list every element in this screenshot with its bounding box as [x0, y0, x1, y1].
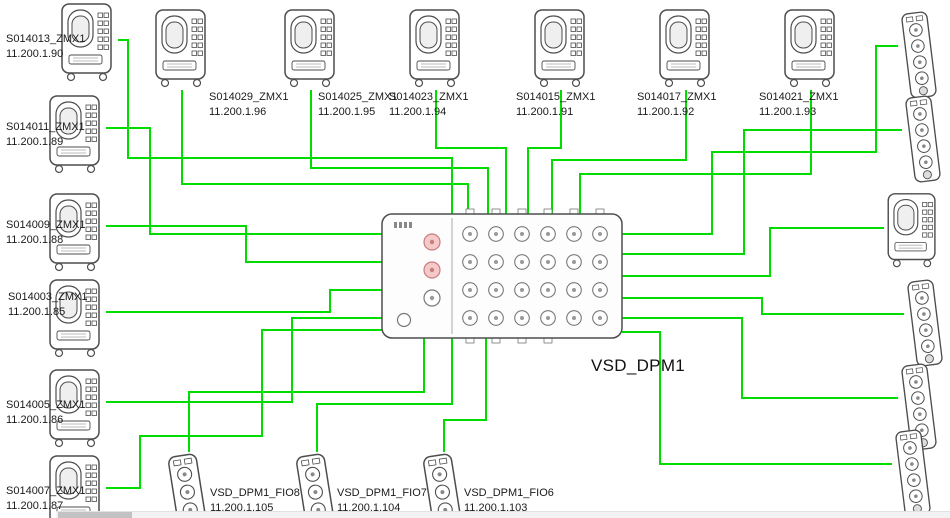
device-name: S014015_ZMX1 [516, 91, 596, 103]
smart-camera-icon [656, 6, 716, 90]
device-label: S014025_ZMX1 11.200.1.95 [318, 90, 398, 120]
device-label: VSD_DPM1_FIO7 11.200.1.104 [337, 486, 427, 516]
device-ip: 11.200.1.87 [6, 499, 64, 512]
device-label: S014013_ZMX1 11.200.1.90 [6, 32, 86, 62]
connection-line [106, 329, 382, 489]
port-pin [429, 267, 435, 273]
central-port-grid [462, 226, 608, 326]
device-name: S014013_ZMX1 [6, 33, 86, 45]
device-ip: 11.200.1.94 [389, 105, 447, 118]
central-connector-stubs [465, 208, 605, 344]
wires-group [106, 39, 904, 489]
device-label: S014009_ZMX1 11.200.1.88 [6, 218, 86, 248]
device-ip: 11.200.1.93 [759, 105, 817, 118]
connection-line [316, 338, 453, 452]
connection-line [310, 90, 489, 214]
device-ip: 11.200.1.86 [6, 413, 64, 426]
device-label: S014023_ZMX1 11.200.1.94 [389, 90, 469, 120]
horizontal-scrollbar[interactable] [56, 511, 950, 518]
connection-line [622, 317, 898, 399]
io-master-module-icon [381, 208, 623, 344]
connection-line [551, 90, 687, 214]
connection-line [622, 45, 898, 235]
camera-device-3[interactable] [406, 6, 466, 90]
smart-camera-icon [884, 190, 942, 270]
connection-line [435, 90, 507, 214]
central-module-vsd-dpm1[interactable] [380, 208, 624, 344]
camera-device-5[interactable] [656, 6, 716, 90]
device-label: VSD_DPM1_FIO6 11.200.1.103 [464, 486, 554, 516]
device-label: S014021_ZMX1 11.200.1.93 [759, 90, 839, 120]
port-pin [429, 239, 435, 245]
device-name: S014011_ZMX1 [6, 121, 85, 133]
connection-line [106, 225, 382, 263]
device-label: S014007_ZMX1 11.200.1.87 [6, 484, 86, 514]
device-ip: 11.200.1.103 [464, 501, 528, 514]
central-module-label: VSD_DPM1 [591, 356, 686, 375]
device-label: S014003_ZMX1 11.200.1.85 [8, 290, 88, 320]
device-ip: 11.200.1.92 [637, 105, 695, 118]
connection-line [622, 331, 892, 465]
connection-line [527, 90, 562, 214]
device-ip: 11.200.1.105 [210, 501, 274, 514]
device-name: S014003_ZMX1 [8, 291, 88, 303]
connection-line [106, 127, 382, 235]
smart-camera-icon [152, 6, 212, 90]
connection-line [622, 297, 904, 315]
device-name: VSD_DPM1_FIO7 [337, 487, 427, 499]
device-ip: 11.200.1.89 [6, 135, 64, 148]
smart-camera-icon [781, 6, 841, 90]
device-name: S014005_ZMX1 [6, 399, 86, 411]
device-ip: 11.200.1.85 [8, 305, 66, 318]
device-label: S014017_ZMX1 11.200.1.92 [637, 90, 717, 120]
device-name: S014021_ZMX1 [759, 91, 839, 103]
device-name: S014007_ZMX1 [6, 485, 86, 497]
camera-device-6[interactable] [781, 6, 841, 90]
connection-line [622, 129, 902, 255]
smart-camera-icon [281, 6, 341, 90]
camera-device-2[interactable] [281, 6, 341, 90]
port-icon [396, 312, 412, 328]
device-label: S014029_ZMX1 11.200.1.96 [209, 90, 289, 120]
device-name: S014029_ZMX1 [209, 91, 289, 103]
connection-line [622, 227, 884, 277]
device-name: VSD_DPM1_FIO8 [210, 487, 300, 499]
connection-line [188, 338, 425, 452]
device-ip: 11.200.1.88 [6, 233, 64, 246]
device-label: S014005_ZMX1 11.200.1.86 [6, 398, 86, 428]
device-name: S014017_ZMX1 [637, 91, 717, 103]
device-ip: 11.200.1.91 [516, 105, 574, 118]
device-name: S014023_ZMX1 [389, 91, 469, 103]
device-name: S014009_ZMX1 [6, 219, 86, 231]
horizontal-scrollbar-thumb[interactable] [58, 512, 132, 518]
device-label: VSD_DPM1_FIO8 11.200.1.105 [210, 486, 300, 516]
connection-line [181, 90, 469, 214]
connection-line [118, 39, 453, 214]
central-module-body [381, 213, 623, 339]
camera-device-4[interactable] [531, 6, 591, 90]
connection-line [106, 317, 382, 403]
camera-device-right[interactable] [884, 190, 942, 270]
connection-line [443, 338, 487, 452]
device-name: S014025_ZMX1 [318, 91, 398, 103]
smart-camera-icon [406, 6, 466, 90]
device-label: S014015_ZMX1 11.200.1.91 [516, 90, 596, 120]
connection-line [579, 90, 812, 214]
port-pin [429, 295, 435, 301]
connection-line [106, 289, 382, 313]
device-ip: 11.200.1.104 [337, 501, 401, 514]
device-label: S014011_ZMX1 11.200.1.89 [6, 120, 85, 150]
central-left-ports [396, 233, 441, 328]
smart-camera-icon [531, 6, 591, 90]
device-ip: 11.200.1.96 [209, 105, 267, 118]
status-led-icons [394, 222, 412, 228]
device-ip: 11.200.1.95 [318, 105, 376, 118]
device-name: VSD_DPM1_FIO6 [464, 487, 554, 499]
device-ip: 11.200.1.90 [6, 47, 64, 60]
camera-device-1[interactable] [152, 6, 212, 90]
